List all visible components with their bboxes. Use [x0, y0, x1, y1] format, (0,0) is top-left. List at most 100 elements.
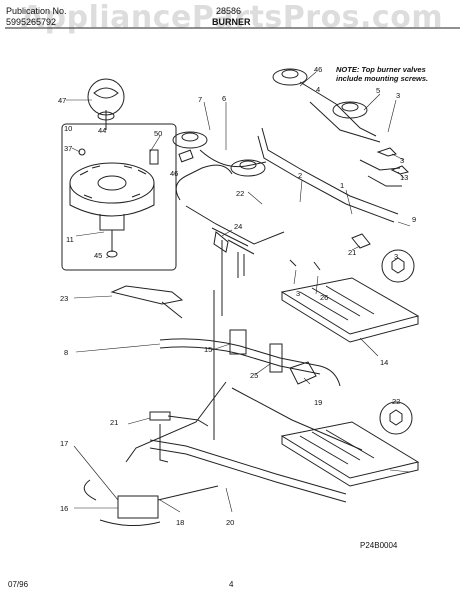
burner-ports [79, 165, 147, 199]
burner-left-rear-cap [181, 132, 199, 142]
valve-screws [289, 259, 321, 271]
tube-lower-left [125, 381, 227, 463]
igniters [110, 285, 184, 319]
callout-24: 24 [234, 222, 242, 231]
publication-label: Publication No. [6, 6, 67, 16]
burner-right-rear-cap [281, 69, 299, 79]
thermostat-tube [157, 485, 219, 501]
burner-right-rear [272, 68, 308, 86]
nut-circle-lower [379, 401, 413, 435]
bracket-legs [237, 252, 245, 278]
burner-left-front-cap [239, 160, 257, 170]
tube-left-rear [175, 164, 233, 201]
igniter-washer [97, 111, 115, 121]
top-burners [172, 68, 368, 177]
section-title: BURNER [212, 17, 251, 27]
nut-circle-upper [381, 249, 415, 283]
igniter-22 [159, 424, 169, 463]
tube-23 [159, 338, 341, 387]
tube-23-b [159, 346, 321, 375]
igniter-lead-19 [167, 415, 209, 427]
tube-18-lower [149, 447, 347, 503]
note-line-2: include mounting screws. [336, 73, 429, 83]
callout-50: 50 [154, 129, 162, 138]
baffle-lower-ribs [299, 429, 375, 465]
callout-3: 3 [296, 289, 300, 298]
callout-25: 25 [250, 371, 258, 380]
burner-cap-detail [93, 87, 119, 99]
hex-nut-upper [391, 257, 405, 274]
callout-2: 2 [298, 171, 302, 180]
baffle-upper-ribs [299, 285, 375, 321]
note-line-1: NOTE: Top burner valves [336, 65, 426, 74]
valve-knob-stems [376, 147, 409, 175]
callout-20: 20 [226, 518, 234, 527]
model-number: 28586 [216, 6, 242, 16]
callout-37: 37 [64, 144, 72, 153]
tube-right-valves [359, 159, 402, 187]
lead-loop [83, 479, 97, 501]
callout-47: 47 [58, 96, 66, 105]
manifold-lower [257, 135, 395, 223]
callout-17: 17 [60, 439, 68, 448]
callout-16: 16 [60, 504, 68, 513]
safety-valve-17 [117, 495, 159, 519]
baffles [280, 249, 420, 487]
burner-head-body [69, 183, 155, 217]
regulator-14 [289, 361, 317, 385]
callout-6: 6 [222, 94, 226, 103]
burner-center [97, 175, 127, 191]
callout-23: 23 [60, 294, 68, 303]
callout-3: 3 [394, 252, 398, 261]
leader-lines [66, 71, 411, 513]
callout-46: 46 [314, 65, 322, 74]
igniter-26-lead [161, 301, 183, 319]
callout-21: 21 [348, 248, 356, 257]
callout-46: 46 [170, 169, 178, 178]
note: NOTE: Top burner valves include mounting… [336, 65, 429, 83]
orifice-24 [351, 233, 371, 249]
publication-number: 5995265792 [6, 17, 57, 27]
tube-18-upper [149, 439, 347, 495]
callout-5: 5 [376, 86, 380, 95]
burner-head-top [69, 162, 155, 204]
tube-lower-right [231, 387, 363, 451]
tube-right-front [309, 101, 381, 143]
baffle-lower-top [280, 421, 420, 479]
callout-15: 15 [204, 345, 212, 354]
igniter-50 [149, 149, 159, 165]
footer-date: 07/96 [8, 580, 29, 589]
callout-9: 9 [412, 215, 416, 224]
burner-cap-detail-circle [87, 78, 125, 116]
manifold-upper [261, 127, 399, 215]
tube-right-rear [299, 81, 377, 137]
watermark: AppliancePartsPros.com [20, 0, 444, 35]
burner-left-front [230, 159, 266, 177]
tube-left-front [185, 205, 285, 245]
callout-21: 21 [110, 418, 118, 427]
callout-26: 26 [320, 293, 328, 302]
callout-44: 44 [98, 126, 106, 135]
orifice-9 [213, 231, 229, 253]
lower-assembly [83, 424, 347, 526]
baffle-upper-top [280, 277, 420, 335]
igniter-block-19 [149, 411, 171, 421]
burner-right-front-cap [341, 102, 359, 112]
callout-10: 10 [64, 124, 72, 133]
tube-orifice-pair [211, 227, 255, 255]
valve-lead [99, 519, 161, 526]
burner-left-rear [172, 131, 208, 149]
footer-page: 4 [229, 580, 234, 589]
burner-right-front [332, 101, 368, 119]
callout-8: 8 [64, 348, 68, 357]
baffle-lower-side [281, 436, 419, 487]
baffle-upper-side [281, 292, 419, 343]
callout-7: 7 [198, 95, 202, 104]
callout-22: 22 [392, 397, 400, 406]
callout-45: 45 [94, 251, 102, 260]
callout-4: 4 [316, 85, 320, 94]
valve-8 [229, 329, 247, 355]
callout-14: 14 [380, 358, 388, 367]
center-tubes [125, 240, 363, 463]
